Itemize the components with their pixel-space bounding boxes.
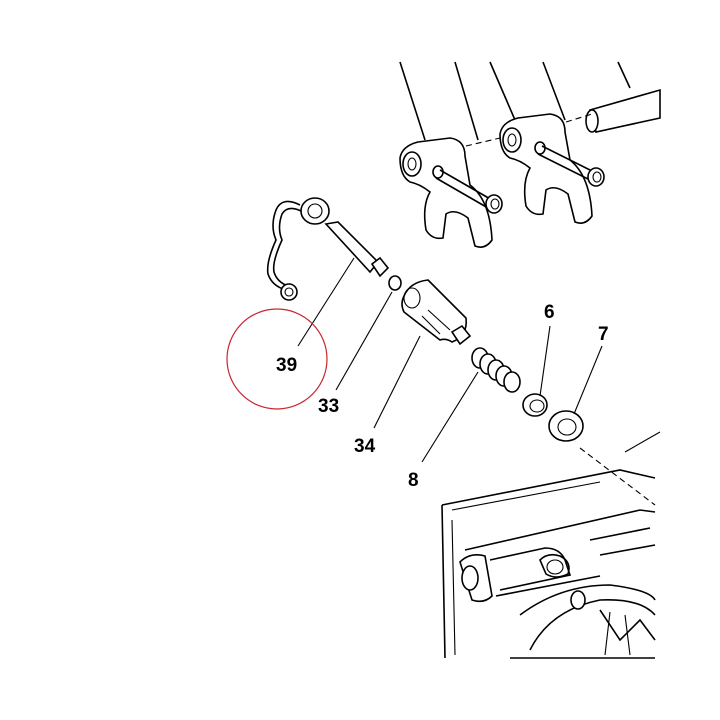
- callout-39: 39: [276, 355, 297, 376]
- part-33-o-ring: [388, 275, 402, 291]
- callout-8: 8: [408, 470, 419, 491]
- assembly-axis-line: [579, 447, 656, 506]
- leader-lines: [297, 257, 603, 463]
- callout-34: 34: [354, 436, 376, 457]
- callout-33: 33: [318, 396, 339, 417]
- part-39-sensor: [266, 197, 390, 301]
- callout-7: 7: [598, 324, 609, 345]
- housing-edge-line: [624, 431, 661, 453]
- part-34-solenoid: [401, 279, 472, 346]
- part-6-circlip: [522, 393, 548, 417]
- part-7-seal: [548, 410, 584, 442]
- part-8-spring: [471, 347, 521, 393]
- callout-6: 6: [544, 302, 555, 323]
- shift-fork-assembly: [399, 61, 661, 248]
- highlight-circle: [226, 308, 328, 410]
- gearbox-housing: [441, 469, 656, 659]
